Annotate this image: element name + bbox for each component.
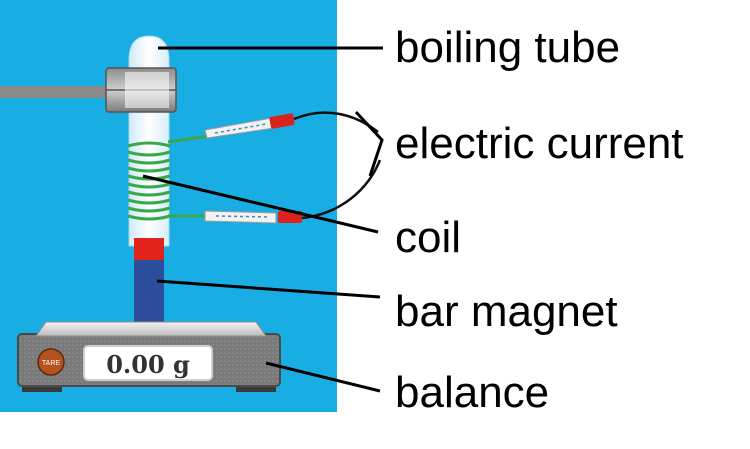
bar-magnet (134, 238, 164, 324)
tare-button-label: TARE (42, 360, 60, 367)
coil (127, 141, 171, 221)
balance-display: 0.00 g (83, 345, 213, 381)
upper-clip (167, 113, 295, 144)
clamp (105, 67, 177, 113)
leader-electric-current (354, 110, 384, 177)
leader-lines (142, 46, 384, 393)
label-electric-current: electric current (395, 119, 684, 168)
balance-platform (35, 321, 267, 337)
clamp-rod (0, 86, 112, 98)
leader-bar-magnet (156, 279, 381, 299)
tare-button[interactable]: TARE (37, 348, 65, 376)
leader-balance (265, 361, 381, 393)
leader-coil (142, 174, 379, 234)
label-coil: coil (395, 213, 461, 262)
balance-reading: 0.00 g (106, 350, 190, 379)
label-balance: balance (395, 368, 549, 417)
label-bar-magnet: bar magnet (395, 287, 618, 336)
label-boiling-tube: boiling tube (395, 23, 620, 72)
